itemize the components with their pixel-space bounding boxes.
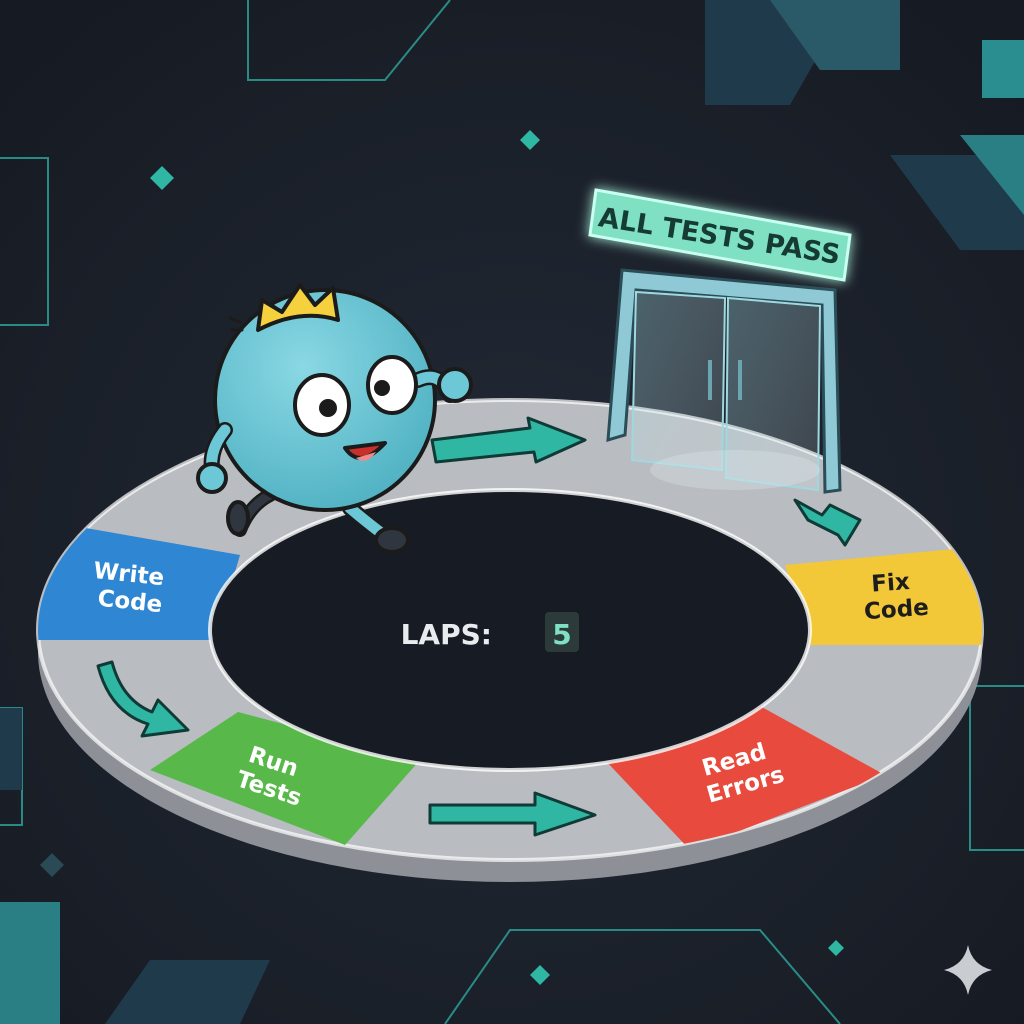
diamond-icon xyxy=(520,130,540,150)
track-arrows xyxy=(96,416,862,837)
track-center xyxy=(210,490,810,770)
svg-text:Write Code: Write Code xyxy=(89,558,173,619)
laps-value: 5 xyxy=(552,618,571,651)
laps-counter: LAPS: 5 xyxy=(401,612,579,652)
arrow-right-icon xyxy=(428,791,597,837)
fix-code-line2: Code xyxy=(863,595,929,625)
exit-gate xyxy=(606,268,842,494)
laps-label: LAPS: xyxy=(401,618,492,651)
station-labels: Write Code Run Tests Read Errors Fix Cod… xyxy=(89,558,929,812)
runner-character xyxy=(196,283,473,554)
diamond-icon xyxy=(828,940,844,956)
svg-text:Fix Code: Fix Code xyxy=(861,568,929,625)
diamond-icon xyxy=(530,965,550,985)
laps-value-box xyxy=(545,612,579,652)
track xyxy=(36,398,984,882)
diamond-icon xyxy=(150,166,174,190)
diamond-icon xyxy=(40,853,64,877)
arrow-right-icon xyxy=(430,416,587,464)
svg-text:Run Tests: Run Tests xyxy=(233,741,313,812)
station-fix-code xyxy=(785,548,982,645)
sparkle-icon xyxy=(944,945,992,995)
arrow-down-icon xyxy=(793,498,862,547)
station-write-code xyxy=(38,520,240,640)
fix-code-line1: Fix xyxy=(870,569,910,598)
crown-icon xyxy=(256,283,340,332)
arrow-down-icon xyxy=(96,660,190,738)
